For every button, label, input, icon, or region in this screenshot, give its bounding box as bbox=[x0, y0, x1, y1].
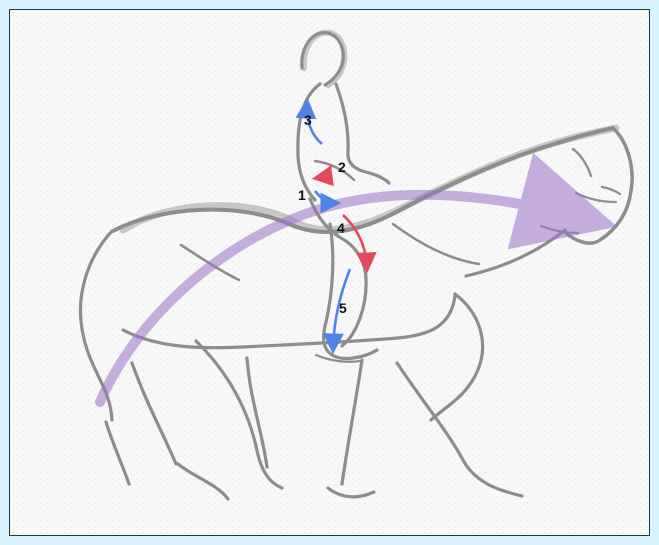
label-4: 4 bbox=[337, 220, 345, 236]
illustration-canvas: 1 2 3 4 5 bbox=[9, 9, 650, 536]
label-5: 5 bbox=[339, 300, 347, 316]
paper-texture bbox=[10, 10, 649, 535]
horse-rider-diagram: 1 2 3 4 5 bbox=[10, 10, 649, 535]
label-1: 1 bbox=[298, 187, 306, 203]
label-3: 3 bbox=[304, 112, 312, 128]
label-2: 2 bbox=[338, 159, 346, 175]
